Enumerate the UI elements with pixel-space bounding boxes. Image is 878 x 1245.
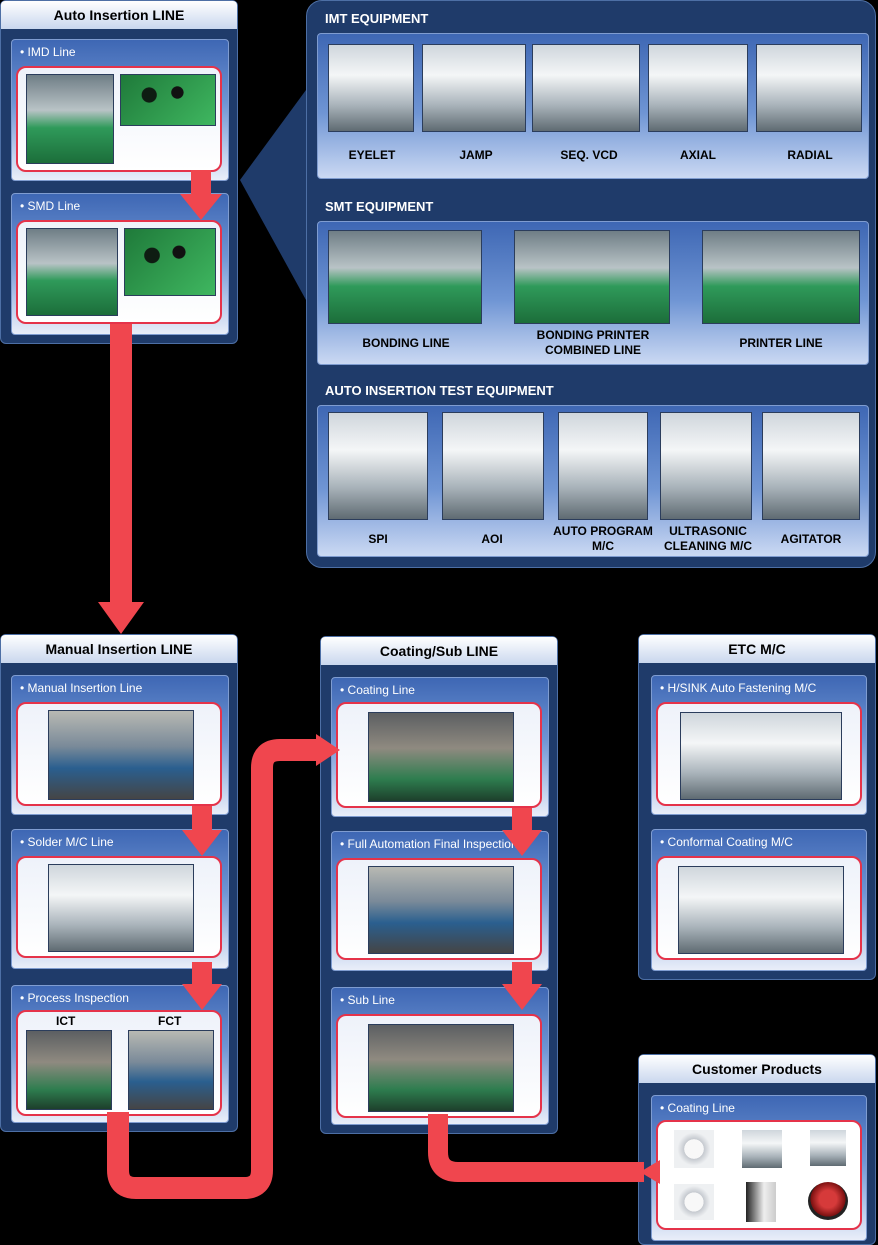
fct-photo <box>128 1030 214 1110</box>
spi-photo <box>328 412 428 520</box>
jamp-photo <box>422 44 526 132</box>
smd-factory-photo <box>26 228 118 316</box>
eyelet-photo <box>328 44 414 132</box>
etc-title: ETC M/C <box>639 635 875 663</box>
sub-line-box: • Sub Line <box>331 987 549 1125</box>
auto-insertion-panel: Auto Insertion LINE • IMD Line • SMD Lin… <box>0 0 238 344</box>
imd-line-box: • IMD Line <box>11 39 229 181</box>
conformal-frame <box>656 856 862 960</box>
customer-frame <box>656 1120 862 1230</box>
conformal-photo <box>678 866 844 954</box>
auto-insertion-title: Auto Insertion LINE <box>1 1 237 29</box>
manual-insertion-panel: Manual Insertion LINE • Manual Insertion… <box>0 634 238 1132</box>
final-inspection-label: • Full Automation Final Inspection <box>340 837 518 851</box>
manual-line-label: • Manual Insertion Line <box>20 681 143 695</box>
solder-line-box: • Solder M/C Line <box>11 829 229 969</box>
process-inspection-label: • Process Inspection <box>20 991 129 1005</box>
agitator-photo <box>762 412 860 520</box>
ict-label: ICT <box>56 1014 76 1028</box>
axial-photo <box>648 44 748 132</box>
coating-line-frame <box>336 702 542 808</box>
sub-line-frame <box>336 1014 542 1118</box>
coating-line-label: • Coating Line <box>340 683 415 697</box>
smd-pcb-photo <box>124 228 216 296</box>
solder-line-label: • Solder M/C Line <box>20 835 114 849</box>
rice-cooker-photo <box>808 1182 848 1220</box>
sub-line-label: • Sub Line <box>340 993 395 1007</box>
smt-heading: SMT EQUIPMENT <box>325 199 434 214</box>
imd-factory-photo <box>26 74 114 164</box>
hsink-box: • H/SINK Auto Fastening M/C <box>651 675 867 815</box>
final-inspection-photo <box>368 866 514 954</box>
imt-label-radial: RADIAL <box>787 148 833 162</box>
customer-coating-label: • Coating Line <box>660 1101 735 1115</box>
final-inspection-frame <box>336 858 542 960</box>
test-label-spi: SPI <box>368 532 388 546</box>
ultrasonic-photo <box>660 412 752 520</box>
bidet-photo <box>674 1184 714 1220</box>
test-label-agitator: AGITATOR <box>780 532 842 546</box>
sub-line-photo <box>368 1024 514 1112</box>
air-purifier-photo <box>746 1182 776 1222</box>
imd-line-frame <box>16 66 222 172</box>
test-label-aoi: AOI <box>481 532 503 546</box>
bonding-printer-photo <box>514 230 670 324</box>
smd-line-label: • SMD Line <box>20 199 81 213</box>
coating-line-box: • Coating Line <box>331 677 549 817</box>
bonding-line-photo <box>328 230 482 324</box>
smt-label-printer-line: PRINTER LINE <box>739 336 823 350</box>
imd-pcb-photo <box>120 74 216 126</box>
conformal-label: • Conformal Coating M/C <box>660 835 793 849</box>
smt-equipment-box: BONDING LINE BONDING PRINTER COMBINED LI… <box>317 221 869 365</box>
test-equipment-box: SPI AOI AUTO PROGRAM M/C ULTRASONIC CLEA… <box>317 405 869 557</box>
test-label-auto-program: AUTO PROGRAM M/C <box>553 524 653 553</box>
smd-line-box: • SMD Line <box>11 193 229 335</box>
hsink-label: • H/SINK Auto Fastening M/C <box>660 681 817 695</box>
imd-line-label: • IMD Line <box>20 45 76 59</box>
manual-line-photo <box>48 710 194 800</box>
hsink-photo <box>680 712 842 800</box>
imt-label-jamp: JAMP <box>459 148 493 162</box>
customer-title: Customer Products <box>639 1055 875 1083</box>
printer-line-photo <box>702 230 860 324</box>
seq-vcd-photo <box>532 44 640 132</box>
etc-panel: ETC M/C • H/SINK Auto Fastening M/C • Co… <box>638 634 876 980</box>
imt-label-axial: AXIAL <box>680 148 716 162</box>
dishwasher-photo <box>742 1130 782 1168</box>
customer-box: • Coating Line <box>651 1095 867 1241</box>
process-inspection-frame: ICT FCT <box>16 1010 222 1116</box>
smt-label-bonding-printer: BONDING PRINTER COMBINED LINE <box>536 328 650 357</box>
manual-line-frame <box>16 702 222 806</box>
flow-arrow-auto-manual-head <box>98 602 144 634</box>
smd-line-frame <box>16 220 222 324</box>
flow-arrow-auto-manual-shaft <box>110 324 132 602</box>
solder-machine-photo <box>48 864 194 952</box>
aoi-photo <box>442 412 544 520</box>
manual-line-box: • Manual Insertion Line <box>11 675 229 815</box>
auto-program-photo <box>558 412 648 520</box>
equipment-panel: IMT EQUIPMENT EYELET JAMP SEQ. VCD AXIAL… <box>306 0 876 568</box>
hsink-frame <box>656 702 862 806</box>
fct-label: FCT <box>158 1014 182 1028</box>
process-inspection-box: • Process Inspection ICT FCT <box>11 985 229 1123</box>
imt-equipment-box: EYELET JAMP SEQ. VCD AXIAL RADIAL <box>317 33 869 179</box>
conformal-box: • Conformal Coating M/C <box>651 829 867 971</box>
test-heading: AUTO INSERTION TEST EQUIPMENT <box>325 383 554 398</box>
manual-insertion-title: Manual Insertion LINE <box>1 635 237 663</box>
coating-sub-panel: Coating/Sub LINE • Coating Line • Full A… <box>320 636 558 1134</box>
panel-device-photo <box>810 1130 846 1166</box>
solder-line-frame <box>16 856 222 958</box>
coating-sub-title: Coating/Sub LINE <box>321 637 557 665</box>
customer-panel: Customer Products • Coating Line <box>638 1054 876 1245</box>
ict-photo <box>26 1030 112 1110</box>
final-inspection-box: • Full Automation Final Inspection <box>331 831 549 971</box>
test-label-ultrasonic: ULTRASONIC CLEANING M/C <box>664 524 752 553</box>
imt-heading: IMT EQUIPMENT <box>325 11 429 26</box>
imt-label-eyelet: EYELET <box>348 148 396 162</box>
washing-machine-photo <box>674 1130 714 1168</box>
smt-label-bonding-line: BONDING LINE <box>362 336 450 350</box>
imt-label-seq-vcd: SEQ. VCD <box>560 148 618 162</box>
coating-line-photo <box>368 712 514 802</box>
radial-photo <box>756 44 862 132</box>
